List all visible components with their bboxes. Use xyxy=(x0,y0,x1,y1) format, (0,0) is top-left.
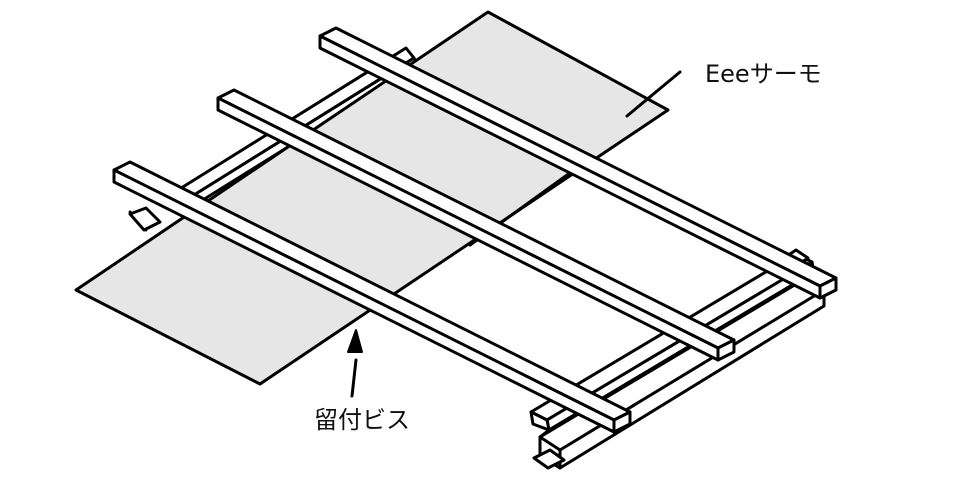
screws-label: 留付ビス xyxy=(314,406,410,434)
panel-label: Eeeサーモ xyxy=(705,60,822,88)
screw-arrow xyxy=(347,329,363,398)
panel-leader-line xyxy=(625,70,682,118)
purlin-top xyxy=(318,26,838,300)
panel-sheet xyxy=(74,10,670,386)
purlin-middle xyxy=(216,88,736,362)
purlin-bottom xyxy=(112,160,632,434)
